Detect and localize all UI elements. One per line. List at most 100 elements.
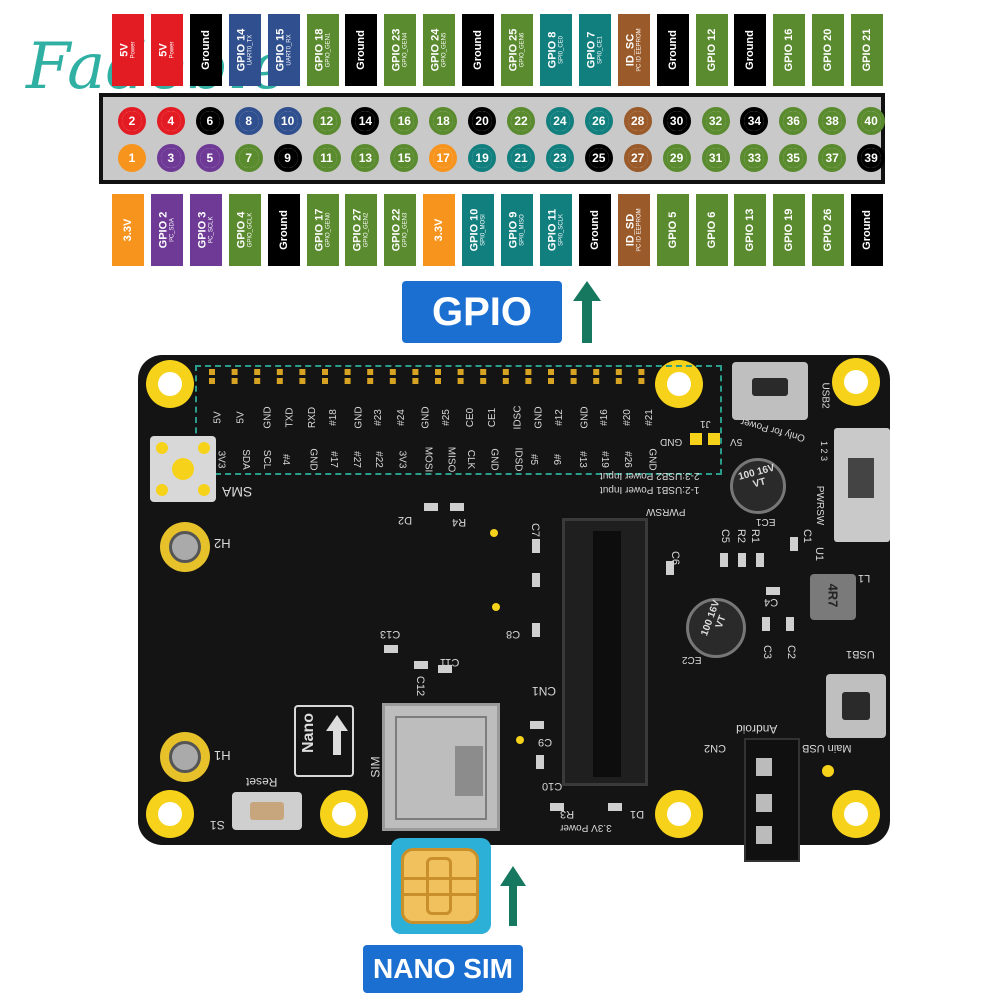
board-pin — [322, 378, 328, 384]
bottom-pin-label: 3.3V — [112, 194, 144, 266]
pin-40: 40 — [857, 107, 886, 135]
pin-number: 38 — [822, 111, 843, 131]
bottom-pin-label: Ground — [267, 194, 300, 266]
pin-number: 8 — [238, 111, 259, 131]
pin-30: 30 — [662, 107, 691, 135]
board-pin — [435, 369, 441, 375]
top-pin-label-function: UART0_TX — [247, 34, 254, 66]
pin-6: 6 — [195, 107, 224, 135]
pin-37: 37 — [818, 144, 847, 172]
bottom-pin-label-name: GPIO 11 — [546, 208, 559, 252]
pin-number: 12 — [316, 111, 337, 131]
pin-19: 19 — [468, 144, 497, 172]
top-pin-label: GPIO 16 — [773, 14, 806, 86]
mounting-hole — [832, 790, 880, 838]
board-pin — [254, 369, 261, 375]
board-pin — [344, 369, 351, 375]
pin-33: 33 — [740, 144, 769, 172]
pin-29: 29 — [662, 144, 691, 172]
smd-components — [384, 503, 834, 811]
board-pin — [480, 378, 487, 384]
top-pin-label-name: ID_SC — [624, 33, 637, 67]
pin-number: 17 — [433, 148, 454, 168]
usb2-port[interactable] — [732, 362, 808, 420]
top-pin-label-function: Power — [130, 41, 137, 59]
top-pin-label-name: GPIO 20 — [822, 28, 835, 72]
capacitor-ec2: 100 16V VT — [686, 598, 746, 658]
audio-jack[interactable] — [744, 738, 800, 862]
top-pin-label-function: Power — [169, 41, 176, 59]
pin-36: 36 — [779, 107, 808, 135]
h1-connector — [160, 732, 210, 782]
bottom-pin-label-name: GPIO 3 — [196, 211, 209, 249]
pin-7: 7 — [234, 144, 263, 172]
pin-number: 18 — [433, 111, 454, 131]
h2-connector — [160, 522, 210, 572]
board-pin — [209, 369, 215, 375]
bottom-pin-label: Ground — [578, 194, 611, 266]
pin-number: 9 — [277, 148, 298, 168]
board-pin — [638, 378, 645, 384]
pin-number: 39 — [861, 148, 882, 168]
pin-number: 13 — [355, 148, 376, 168]
bottom-pin-label-name: GPIO 19 — [783, 208, 796, 252]
board-pin — [231, 369, 238, 375]
bottom-pin-label-function: I²C_SCLK — [208, 216, 215, 244]
pin-number: 10 — [277, 111, 298, 131]
bottom-pin-label-name: ID_SD — [624, 213, 637, 247]
board-pin — [457, 378, 464, 384]
bottom-pin-label-name: GPIO 17 — [313, 208, 325, 252]
top-pin-label-function: GPIO_GEN1 — [325, 32, 331, 68]
pin-34: 34 — [740, 107, 769, 135]
pin-number: 7 — [238, 148, 259, 168]
pin-number: 33 — [744, 148, 765, 168]
bottom-pin-label-name: GPIO 26 — [822, 208, 835, 252]
bottom-pin-label-function: GPIO_GEN3 — [402, 212, 409, 248]
bottom-pin-label-name: Ground — [861, 210, 874, 250]
power-switch[interactable] — [834, 428, 890, 542]
board-pin — [525, 369, 532, 375]
pin-14: 14 — [351, 107, 380, 135]
bottom-pin-label-name: GPIO 2 — [157, 211, 170, 249]
pin-number: 16 — [394, 111, 415, 131]
bottom-pin-label: GPIO 13 — [734, 194, 767, 266]
pin-15: 15 — [390, 144, 419, 172]
pin-number: 14 — [355, 111, 376, 131]
top-pin-label-function: I²C ID EEPROM — [636, 28, 643, 72]
pin-24: 24 — [545, 107, 574, 135]
top-pin-label-name: GPIO 21 — [861, 28, 874, 72]
board-pin — [412, 369, 419, 375]
top-pin-label-function: GPIO_GEN4 — [402, 32, 409, 68]
bottom-pin-label-function: GPIO_GCLK — [247, 212, 254, 248]
board-pin — [615, 369, 622, 375]
pin-22: 22 — [507, 107, 535, 135]
bottom-pin-label-function: I²C ID EEPROM — [636, 208, 643, 252]
bottom-pin-label-name: GPIO 27 — [351, 208, 364, 252]
pin-38: 38 — [818, 107, 847, 135]
pin-number: 24 — [549, 111, 570, 131]
board-pin — [615, 378, 622, 384]
board-pin — [593, 378, 600, 384]
pin-31: 31 — [701, 144, 730, 172]
bottom-pin-label-function: GPIO_GEN2 — [363, 212, 370, 248]
pin-number: 34 — [744, 111, 765, 131]
bottom-pin-label-name: GPIO 22 — [390, 208, 403, 252]
sim-card-slot[interactable] — [382, 703, 500, 831]
nano-sim-tag: NANO SIM — [363, 945, 523, 993]
top-pin-label-name: GPIO 18 — [313, 28, 325, 72]
pin-number: 3 — [160, 148, 181, 168]
top-pin-label-name: GPIO 16 — [783, 28, 796, 72]
usb1-port[interactable] — [826, 674, 886, 738]
board-pin — [435, 378, 441, 384]
reset-button[interactable] — [232, 792, 302, 830]
